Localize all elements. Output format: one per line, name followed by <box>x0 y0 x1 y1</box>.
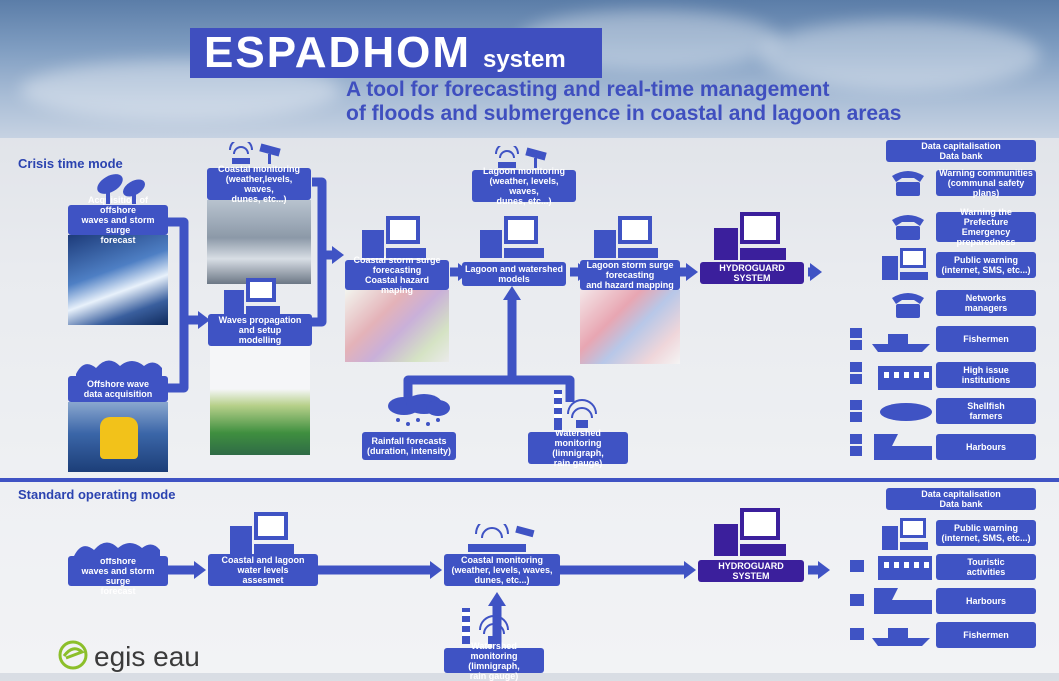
offshore-wave-box: Offshore wave data acquisition <box>68 376 168 402</box>
standard-mode-label: Standard operating mode <box>18 487 176 502</box>
sensor-camera-icon <box>229 142 281 164</box>
boat-icon <box>850 328 930 352</box>
output-shellfish: Shellfish farmers <box>936 398 1036 424</box>
computer-icon <box>714 212 786 260</box>
std-coastal-monitoring-box: Coastal monitoring (weather, levels, wav… <box>444 554 560 586</box>
building-icon <box>850 556 932 580</box>
building-icon <box>850 362 932 390</box>
buoy-shape <box>100 417 138 459</box>
output-data-bank: Data capitalisation Data bank <box>886 140 1036 162</box>
lagoon-storm-box: Lagoon storm surge forecasting and hazar… <box>580 260 680 290</box>
waves-propagation-box: Waves propagation and setup modelling <box>208 314 312 346</box>
computer-icon <box>714 508 786 556</box>
telephone-icon <box>892 293 924 318</box>
limnigraph-icon <box>462 608 509 644</box>
acquisition-offshore-box: Acquisition of offshore waves and storm … <box>68 195 168 245</box>
hydroguard-box: HYDROGUARD SYSTEM <box>700 262 804 284</box>
std-output-fishermen: Fishermen <box>936 622 1036 648</box>
sensor-camera-icon <box>495 146 547 168</box>
harbour-icon <box>850 588 932 614</box>
crisis-mode-label: Crisis time mode <box>18 156 123 171</box>
wave-icon <box>74 542 160 558</box>
section-divider <box>0 478 1059 482</box>
satellite-dish-icon <box>97 174 145 204</box>
sensor-camera-icon <box>468 524 535 552</box>
coastal-hazard-map <box>345 290 449 362</box>
std-output-public-warning: Public warning (internet, SMS, etc...) <box>936 520 1036 546</box>
std-coastal-lagoon-box: Coastal and lagoon water levels assesmet <box>208 554 318 586</box>
limnigraph-icon <box>554 390 597 430</box>
buoy-photo <box>68 402 168 472</box>
subtitle-line-2: of floods and submergence in coastal and… <box>346 102 902 125</box>
subtitle: A tool for forecasting and real-time man… <box>346 78 1046 126</box>
storm-wave-photo <box>68 235 168 325</box>
rain-cloud-icon <box>388 394 450 426</box>
title-suffix: system <box>482 46 566 73</box>
computer-icon <box>882 518 928 550</box>
oyster-icon <box>850 400 932 422</box>
rainfall-forecast-box: Rainfall forecasts (duration, intensity) <box>362 432 456 460</box>
subtitle-line-1: A tool for forecasting and real-time man… <box>346 78 830 101</box>
waves-model-map <box>210 345 310 455</box>
egis-logo-icon <box>58 640 88 670</box>
output-harbours: Harbours <box>936 434 1036 460</box>
lagoon-models-box: Lagoon and watershed models <box>462 262 566 286</box>
system-title: ESPADHOM system <box>190 28 602 78</box>
harbour-icon <box>850 434 932 460</box>
computer-icon <box>224 278 280 314</box>
output-public-warning: Public warning (internet, SMS, etc...) <box>936 252 1036 278</box>
std-output-harbours: Harbours <box>936 588 1036 614</box>
coastal-monitoring-box: Coastal monitoring (weather,levels, wave… <box>207 164 311 204</box>
lagoon-hazard-map <box>580 290 680 364</box>
coastal-storm-photo <box>207 200 311 284</box>
computer-icon <box>362 216 426 258</box>
title-main: ESPADHOM <box>204 28 471 77</box>
output-warning-communities: Warning communities (communal safety pla… <box>936 168 1036 198</box>
computer-icon <box>480 216 544 258</box>
telephone-icon <box>892 171 924 196</box>
computer-icon <box>594 216 658 258</box>
watershed-monitoring-box: Watershed monitoring (limnigraph, rain g… <box>528 428 628 468</box>
output-warning-prefecture: Warning the Prefecture Emergency prepare… <box>936 207 1036 247</box>
cloud-decoration <box>760 20 1040 90</box>
computer-icon <box>230 512 294 554</box>
telephone-icon <box>892 215 924 240</box>
output-fishermen: Fishermen <box>936 326 1036 352</box>
std-output-touristic: Touristic activities <box>936 554 1036 580</box>
coastal-storm-box: Coastal storm surge forecasting Coastal … <box>345 255 449 295</box>
std-output-data-bank: Data capitalisation Data bank <box>886 488 1036 510</box>
output-networks-managers: Networks managers <box>936 290 1036 316</box>
computer-icon <box>882 248 928 280</box>
boat-icon <box>850 628 930 646</box>
wave-icon <box>76 360 162 376</box>
lagoon-monitoring-box: Lagoon monitoring (weather, levels, wave… <box>472 166 576 206</box>
output-high-issue: High issue institutions <box>936 362 1036 388</box>
std-acquisition-offshore-box: Acquisition of offshore waves and storm … <box>68 546 168 596</box>
std-hydroguard-box: HYDROGUARD SYSTEM <box>698 560 804 582</box>
logo-text: egis eau <box>94 641 200 672</box>
std-watershed-box: Watershed monitoring (limnigraph, rain g… <box>444 641 544 681</box>
